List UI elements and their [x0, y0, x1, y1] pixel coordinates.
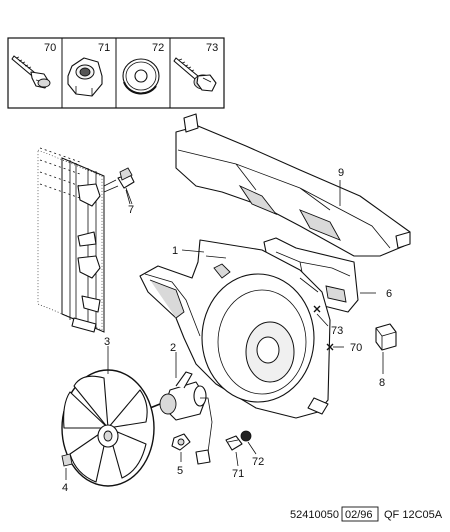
- fan-motor: [149, 371, 213, 465]
- fan-nut: [171, 433, 191, 451]
- radiator: [37, 147, 105, 333]
- legend-ref-71: 71: [98, 42, 110, 54]
- flat-washer-icon: [122, 58, 160, 95]
- temperature-sensor: [103, 167, 135, 205]
- callout-3: 3: [104, 336, 110, 348]
- fixing-point-markers: [313, 305, 334, 351]
- drawing-ref: QF 12C05A: [384, 509, 443, 521]
- callout-labels: 1 2 3 4 5 6 7 8 9 70 71 72 73: [62, 167, 392, 494]
- legend-ref-72: 72: [152, 42, 164, 54]
- self-tapping-screw-icon: [11, 55, 51, 89]
- callout-4: 4: [62, 482, 68, 494]
- callout-7: 7: [128, 204, 134, 216]
- fan-shroud: [139, 239, 331, 419]
- callout-9: 9: [338, 167, 344, 179]
- leader-lines: [65, 180, 384, 480]
- callout-72: 72: [252, 456, 264, 468]
- legend-ref-70: 70: [44, 42, 56, 54]
- hex-nut-icon: [67, 57, 103, 97]
- callout-6: 6: [386, 288, 392, 300]
- nut-and-washer-detail: [225, 430, 252, 451]
- callout-70: 70: [350, 342, 362, 354]
- hardware-legend: 70 71 72 73: [7, 37, 225, 109]
- callout-73: 73: [331, 325, 343, 337]
- resistor-block: [375, 323, 397, 351]
- retaining-clip: [61, 453, 73, 467]
- legend-ref-73: 73: [206, 42, 218, 54]
- callout-8: 8: [379, 377, 385, 389]
- flanged-bolt-icon: [173, 57, 217, 92]
- drawing-date: 02/96: [345, 509, 373, 521]
- drawing-reference: 52410050 02/96 QF 12C05A: [290, 506, 443, 522]
- callout-2: 2: [170, 342, 176, 354]
- upper-cross-member: [175, 113, 411, 257]
- drawing-code: 52410050: [290, 509, 339, 521]
- date-box: [341, 506, 379, 522]
- callout-71: 71: [232, 468, 244, 480]
- callout-1: 1: [172, 245, 178, 257]
- callout-5: 5: [177, 465, 183, 477]
- fan-blade-assembly: [61, 369, 155, 487]
